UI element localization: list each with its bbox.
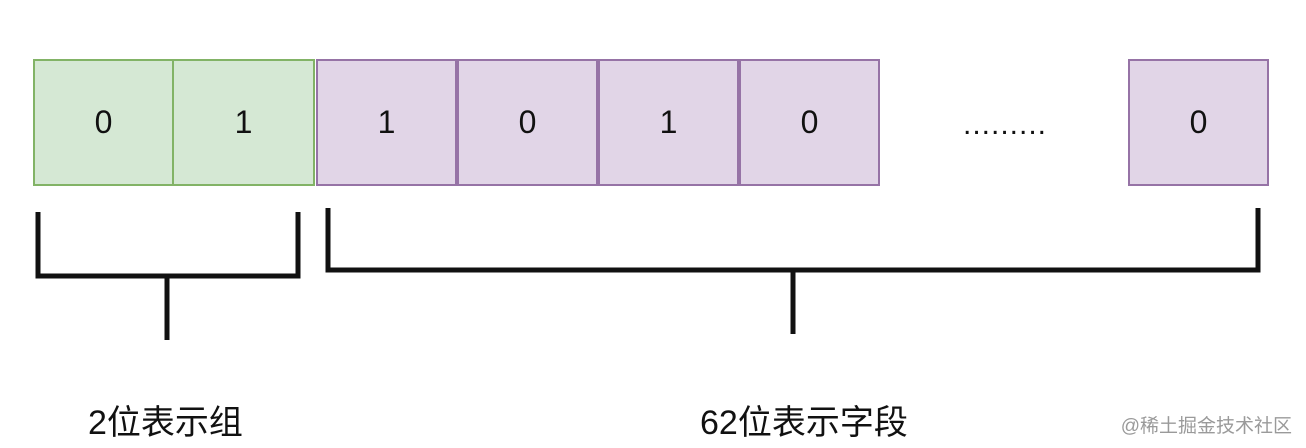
field-bit-cell: 1 [316,59,457,186]
group-label: 2位表示组 [88,404,243,442]
group-bit-cell: 0 [33,59,174,186]
field-bracket [325,208,1261,273]
field-bit-cell: 0 [739,59,880,186]
last-field-bit-cell: 0 [1128,59,1269,186]
field-label: 62位表示字段 [700,404,908,442]
group-bracket [35,212,301,279]
field-bit-cell: 0 [457,59,598,186]
watermark: @稀土掘金技术社区 [1120,416,1292,437]
group-bit-cell: 1 [174,59,315,186]
ellipsis-text: ......... [962,108,1047,141]
field-bit-cell: 1 [598,59,739,186]
